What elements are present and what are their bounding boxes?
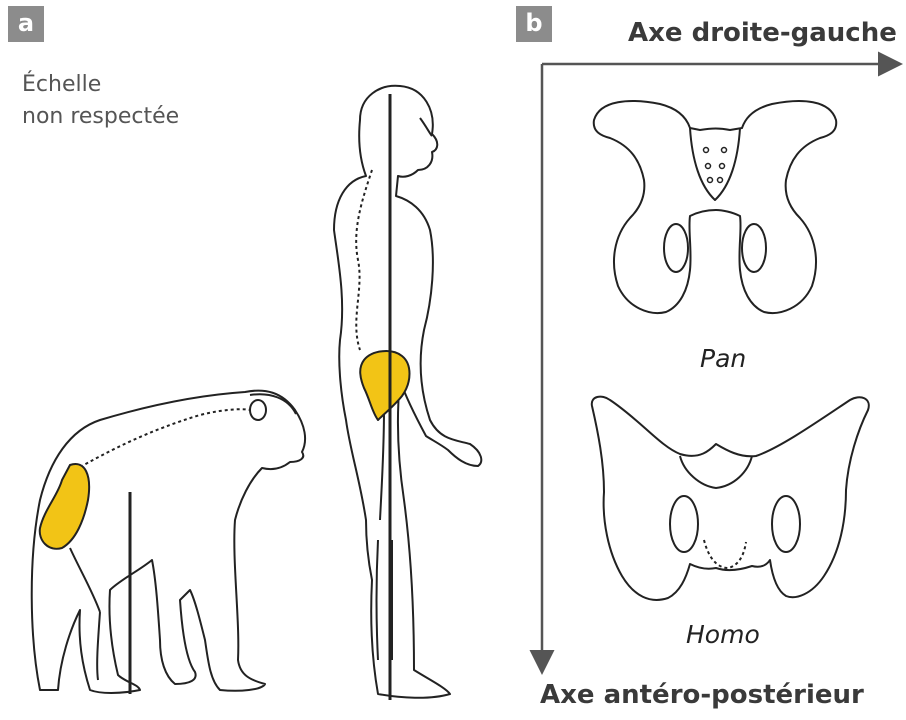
chimpanzee-figure [32, 391, 305, 693]
human-figure [334, 86, 481, 698]
pan-pelvis-drawing [594, 101, 837, 313]
homo-pelvis-drawing [592, 397, 869, 600]
